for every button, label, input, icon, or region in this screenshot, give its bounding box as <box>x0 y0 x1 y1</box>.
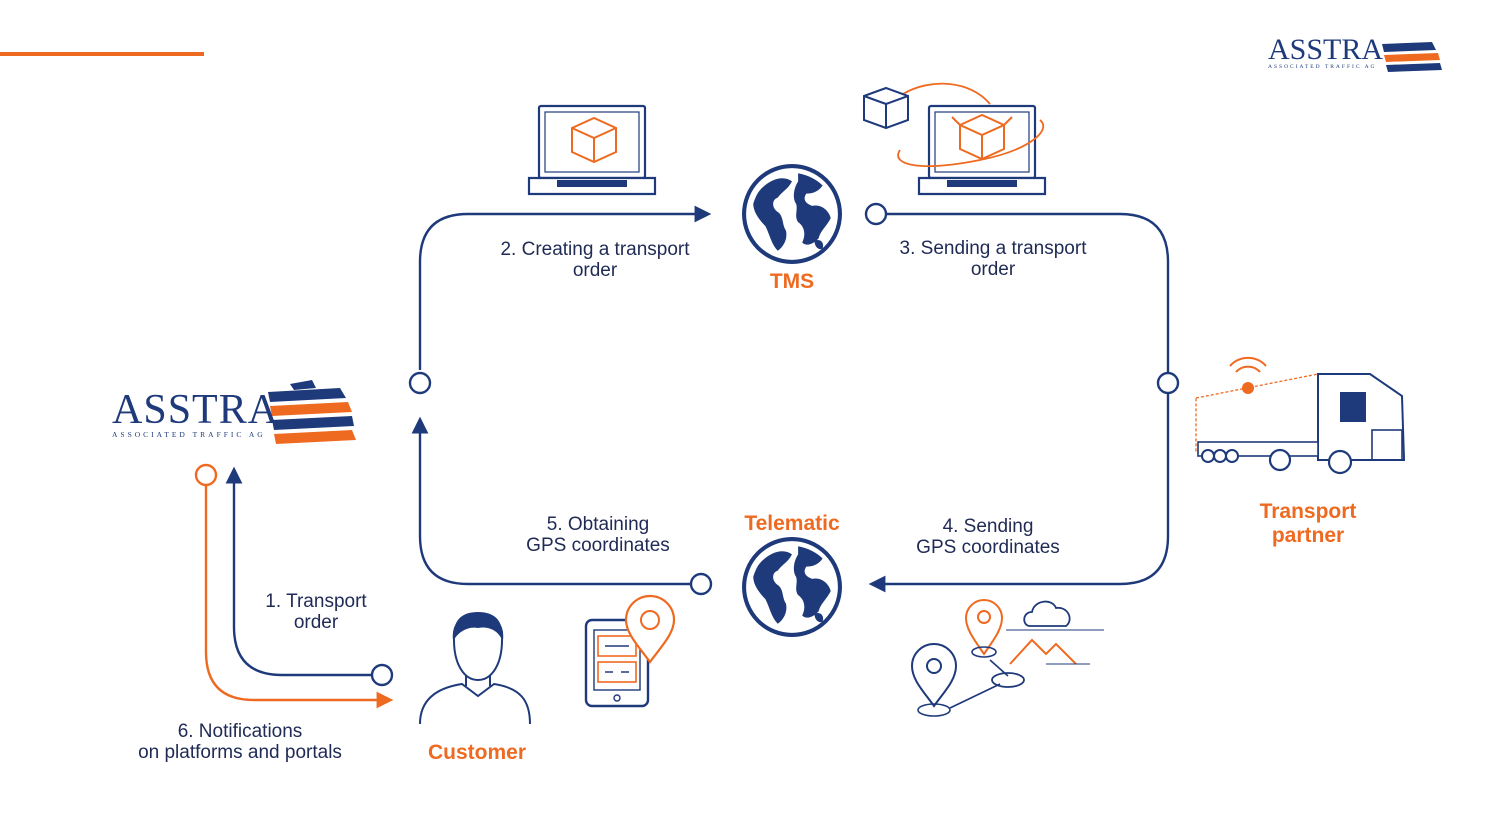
connector-node <box>408 371 432 395</box>
step-5-label: 5. Obtaining GPS coordinates <box>526 514 670 556</box>
laptop-send-box-icon <box>863 82 1047 196</box>
logo-wordmark-small: ASSTRA <box>1268 33 1384 66</box>
laptop-box-icon <box>527 104 657 196</box>
connector-node <box>689 572 713 596</box>
logo-wordmark: ASSTRA <box>112 387 280 433</box>
asstra-logo: ASSTRA ASSOCIATED TRAFFIC AG <box>112 388 282 439</box>
globe-icon <box>744 539 840 635</box>
flow-arrow-1 <box>225 466 372 677</box>
logo-tagline-small: ASSOCIATED TRAFFIC AG <box>1268 64 1377 70</box>
asstra-logo-mark <box>268 42 1442 444</box>
step-4-label: 4. Sending GPS coordinates <box>916 516 1060 558</box>
tms-label: TMS <box>769 270 815 293</box>
flow-line-3 <box>886 212 1170 372</box>
connector-node <box>1156 371 1180 395</box>
flow-arrow-5 <box>411 416 690 586</box>
step-2-label: 2. Creating a transport order <box>500 239 690 281</box>
accent-line <box>0 52 204 56</box>
step-1-label: 1. Transport order <box>265 591 367 633</box>
logo-tagline: ASSOCIATED TRAFFIC AG <box>112 430 266 439</box>
flow-arrow-6 <box>204 485 394 709</box>
connector-node <box>370 663 394 687</box>
flow-arrow-2 <box>418 205 712 370</box>
connector-node <box>194 463 218 487</box>
transport-partner-label: Transport partner <box>1259 500 1357 547</box>
globe-icon <box>744 166 840 262</box>
step-6-label: 6. Notifications on platforms and portal… <box>138 721 342 763</box>
customer-label: Customer <box>427 741 527 764</box>
step-3-label: 3. Sending a transport order <box>899 238 1087 280</box>
customer-icon <box>419 612 531 725</box>
flow-arrow-4 <box>868 394 1170 593</box>
smartphone-location-icon <box>584 594 676 708</box>
truck-icon <box>1195 356 1406 475</box>
map-route-icon <box>910 599 1104 717</box>
asstra-logo-small: ASSTRA ASSOCIATED TRAFFIC AG <box>1268 33 1388 71</box>
connector-node <box>864 202 888 226</box>
telematic-label: Telematic <box>744 512 840 535</box>
